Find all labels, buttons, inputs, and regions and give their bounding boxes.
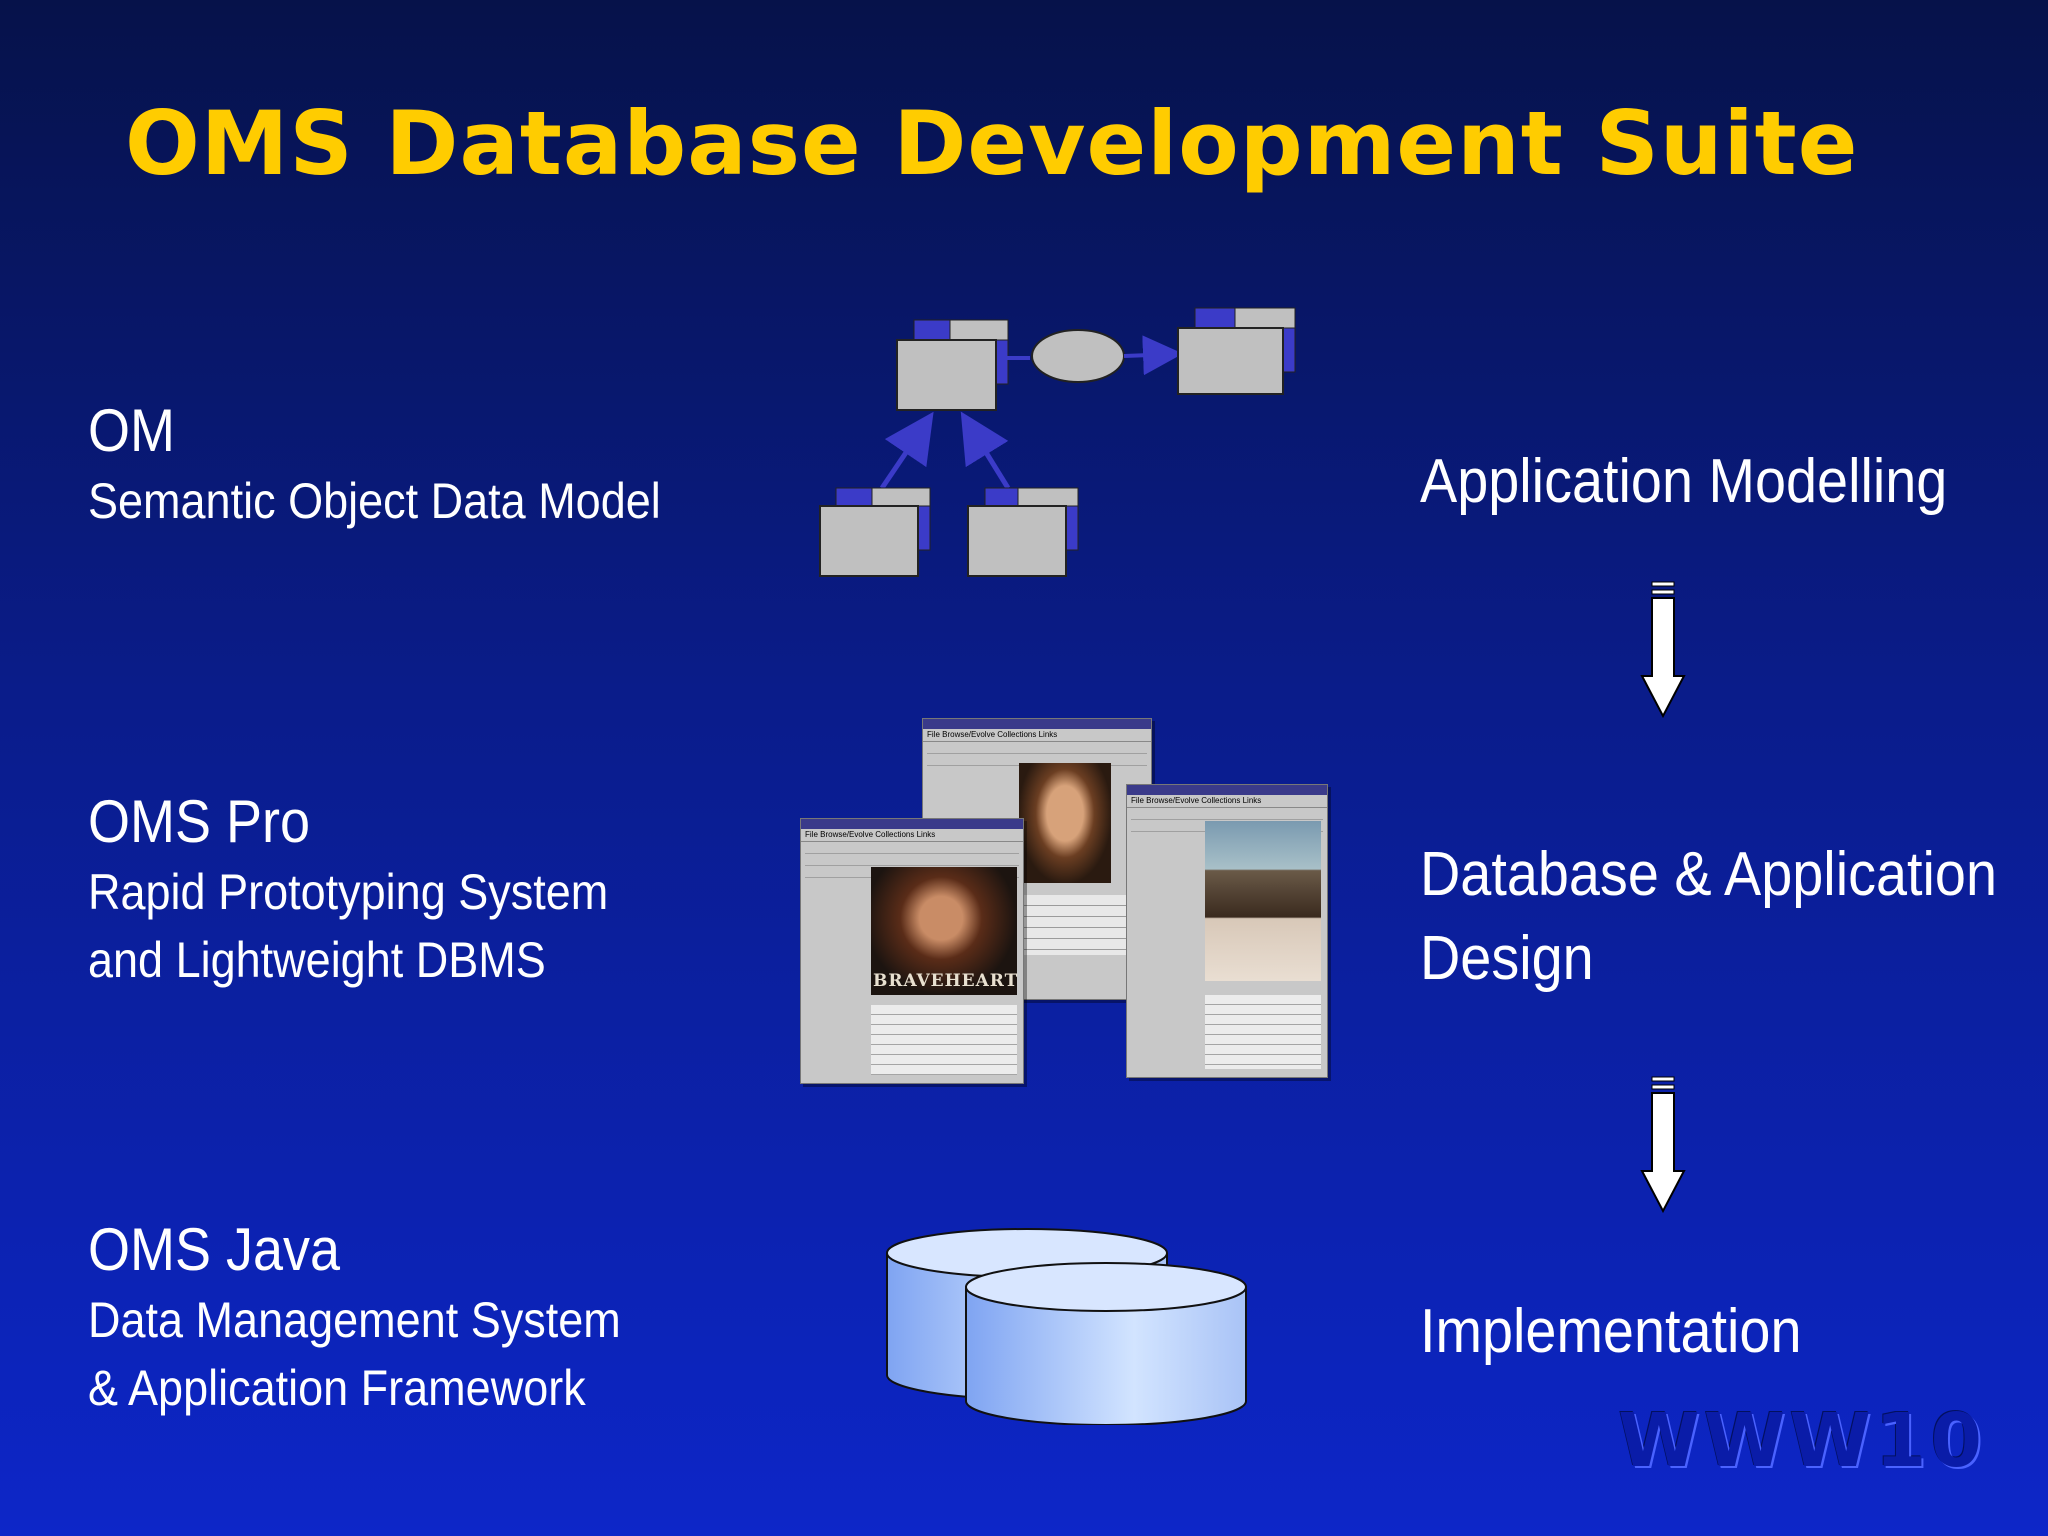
relation-ellipse-icon xyxy=(1031,329,1125,383)
portrait-photo xyxy=(1205,821,1321,981)
om-desc: Semantic Object Data Model xyxy=(88,473,661,529)
stage-design-line1: Database & Application xyxy=(1420,840,1997,909)
object-box-icon xyxy=(967,487,1079,577)
arrow-down-icon xyxy=(1640,1076,1686,1214)
screenshot-window-actress: File Browse/Evolve Collections Links xyxy=(1126,784,1328,1078)
arrow-down-icon xyxy=(1640,581,1686,719)
portrait-photo xyxy=(1019,763,1111,883)
omsjava-title: OMS Java xyxy=(88,1216,341,1283)
om-block: OM Semantic Object Data Model xyxy=(88,395,724,535)
object-diagram-icon xyxy=(819,307,1296,577)
screenshot-window-person: File Browse/Evolve Collections Links xyxy=(922,718,1152,1000)
object-box-icon xyxy=(896,319,1009,411)
omsjava-desc-line1: Data Management System xyxy=(88,1292,621,1348)
stage-modelling: Application Modelling xyxy=(1420,447,1948,516)
omsjava-block: OMS Java Data Management System & Applic… xyxy=(88,1214,680,1422)
omspro-desc-line1: Rapid Prototyping System xyxy=(88,864,609,920)
stage-implementation: Implementation xyxy=(1420,1297,1802,1366)
omspro-desc-line2: and Lightweight DBMS xyxy=(88,932,546,988)
om-title: OM xyxy=(88,397,175,464)
omsjava-desc-line2: & Application Framework xyxy=(88,1360,586,1416)
object-box-icon xyxy=(819,487,931,577)
movie-poster-photo xyxy=(871,867,1017,995)
conference-watermark: WWW10 xyxy=(1618,1398,1986,1484)
slide-title: OMS Database Development Suite xyxy=(125,92,1859,195)
omspro-title: OMS Pro xyxy=(88,788,311,855)
stage-design-line2: Design xyxy=(1420,924,1594,993)
object-box-icon xyxy=(1177,307,1296,395)
database-cylinder-icon xyxy=(886,1228,1247,1425)
screenshot-window-movie: File Browse/Evolve Collections Links BRA… xyxy=(800,818,1024,1084)
poster-caption: BRAVEHEART xyxy=(873,971,1019,991)
omspro-block: OMS Pro Rapid Prototyping System and Lig… xyxy=(88,786,666,994)
prototype-screenshots: File Browse/Evolve Collections Links Fil… xyxy=(800,700,1340,1100)
stage-design: Database & Application Design xyxy=(1420,833,1997,1001)
